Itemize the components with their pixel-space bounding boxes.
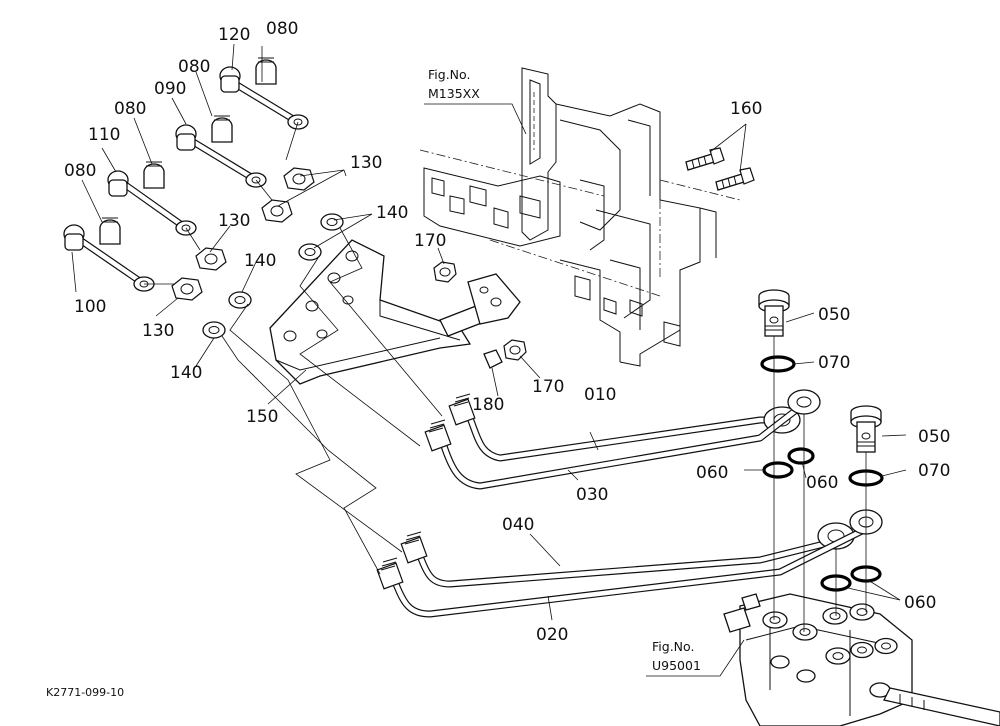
banjo-bolt-050-lower: [850, 405, 882, 453]
label-010: 010: [584, 385, 616, 405]
nut-130-c: [195, 247, 227, 271]
o-ring-070-upper: [760, 355, 796, 373]
fig-ref-upper-line1: Fig.No.: [428, 67, 470, 82]
label-140-a: 140: [376, 203, 408, 223]
label-050-a: 050: [818, 305, 850, 325]
o-ring-060-b: [787, 447, 815, 465]
pipe-020: [376, 509, 883, 618]
label-110: 110: [88, 125, 120, 145]
hose-fitting-080-100: [63, 217, 155, 292]
fig-ref-upper-line2: M135XX: [428, 86, 480, 101]
label-140-b: 140: [244, 251, 276, 271]
pipe-010: [448, 393, 801, 462]
nut-170-upper: [433, 261, 457, 283]
label-170-b: 170: [532, 377, 564, 397]
nut-130-a: [283, 167, 315, 191]
label-060-b: 060: [806, 473, 838, 493]
nut-130-b: [261, 199, 293, 223]
control-valve-body: [723, 593, 1000, 726]
label-130-c: 130: [142, 321, 174, 341]
label-130-a: 130: [350, 153, 382, 173]
banjo-bolt-050-upper: [758, 289, 790, 337]
washer-140-a: [320, 213, 344, 231]
hose-fitting-080-090: [175, 115, 267, 188]
bolt-160-b: [715, 167, 755, 191]
label-060-c: 060: [904, 593, 936, 613]
label-080-c: 080: [114, 99, 146, 119]
hose-fitting-080-120: [219, 57, 309, 130]
label-120: 120: [218, 25, 250, 45]
washer-140-c: [228, 291, 252, 309]
label-080-d: 080: [64, 161, 96, 181]
fig-ref-lower-line2: U95001: [652, 658, 701, 673]
pipe-040: [400, 522, 855, 588]
bracket-150: [269, 239, 521, 385]
label-080-b: 080: [178, 57, 210, 77]
label-070-b: 070: [918, 461, 950, 481]
label-140-c: 140: [170, 363, 202, 383]
label-090: 090: [154, 79, 186, 99]
pipe-030: [424, 389, 821, 490]
o-ring-060-a: [762, 461, 794, 479]
label-160: 160: [730, 99, 762, 119]
nut-170-lower: [503, 339, 527, 361]
nut-130-d: [171, 277, 203, 301]
washer-140-b: [298, 243, 322, 261]
label-050-b: 050: [918, 427, 950, 447]
label-040: 040: [502, 515, 534, 535]
label-100: 100: [74, 297, 106, 317]
label-080-a: 080: [266, 19, 298, 39]
fig-ref-lower-line1: Fig.No.: [652, 639, 694, 654]
washer-140-d: [202, 321, 226, 339]
label-150: 150: [246, 407, 278, 427]
label-070-a: 070: [818, 353, 850, 373]
label-020: 020: [536, 625, 568, 645]
label-060-a: 060: [696, 463, 728, 483]
collar-180: [483, 349, 503, 369]
label-170-a: 170: [414, 231, 446, 251]
bolt-160-a: [685, 147, 725, 171]
drawing-code: K2771-099-10: [46, 686, 124, 699]
hose-fitting-080-110: [107, 161, 197, 236]
label-030: 030: [576, 485, 608, 505]
label-130-b: 130: [218, 211, 250, 231]
transmission-housing: [419, 67, 741, 367]
label-180: 180: [472, 395, 504, 415]
